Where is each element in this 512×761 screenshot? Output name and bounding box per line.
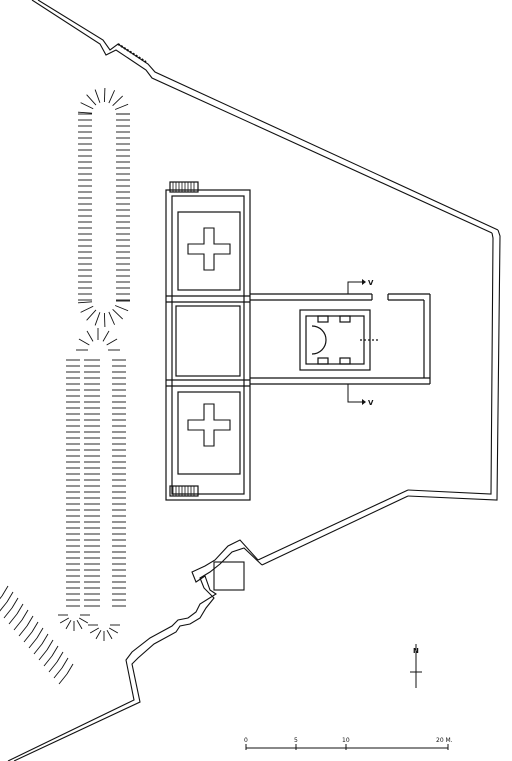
tree-tick [108,627,119,634]
tree-tick [18,625,28,637]
tree-tick [26,615,34,627]
tree-tick [58,673,68,685]
tree-tick [33,643,43,655]
inner-shrine [299,309,380,371]
tree-tick [48,661,58,673]
tree-tick [114,103,129,110]
tree-tick [53,667,63,679]
tree-tick [80,305,94,313]
tree-tick [13,619,23,631]
tree-tick [65,619,72,630]
tree-tick [78,338,90,346]
tree-tick [78,111,93,114]
tree-tick [78,301,93,304]
tree-tick [106,338,118,346]
tree-tick [80,102,94,110]
tree-tick [112,95,124,106]
tree-tick [94,312,101,326]
tree-tick [0,601,8,612]
tree-rows [0,88,130,685]
tree-tick [6,591,14,603]
tree-tick [21,609,29,621]
north-label: N [413,647,419,655]
tree-tick [61,657,69,669]
tree-tick [106,629,113,640]
tree-tick [36,627,44,639]
stair-hatching [172,182,195,496]
scale-tick-5: 5 [294,737,298,744]
tree-tick [86,94,97,106]
scale-tick-10: 10 [342,737,350,744]
tree-tick [28,637,38,649]
cross-symbols [187,227,231,447]
section-marker-top: V [347,279,374,294]
scale-bar: 0 5 10 20 M. [244,737,453,750]
tree-tick [76,619,83,630]
tree-tick [46,639,54,651]
tree-tick [59,617,70,624]
tree-tick [114,305,129,312]
tree-tick [78,617,89,624]
section-marker-bottom: V [347,384,374,407]
tree-tick [51,645,59,657]
tree-tick [112,309,124,320]
tree-tick [23,631,33,643]
tree-tick [31,621,39,633]
tree-tick [86,309,97,321]
section-label-bottom: V [368,399,374,407]
tree-tick [95,629,102,640]
tree-tick [38,649,48,661]
tree-tick [108,311,115,325]
north-arrow-icon: N [410,644,422,688]
enclosure-wall [7,0,501,761]
tree-tick [11,597,19,609]
tree-tick [86,330,94,342]
tree-tick [3,607,13,619]
tree-tick [94,89,101,103]
main-building [165,181,431,501]
tree-tick [89,627,100,634]
section-label-top: V [368,279,374,287]
tree-tick [43,655,53,667]
tree-tick [108,90,115,104]
tree-tick [1,585,9,597]
scale-tick-20: 20 M. [436,737,453,744]
tree-tick [16,603,24,615]
tree-tick [66,663,74,675]
scale-tick-0: 0 [244,737,248,744]
tree-tick [56,651,64,663]
tree-tick [41,633,49,645]
tree-tick [0,595,3,600]
tree-tick [8,613,18,625]
tree-tick [102,330,110,342]
